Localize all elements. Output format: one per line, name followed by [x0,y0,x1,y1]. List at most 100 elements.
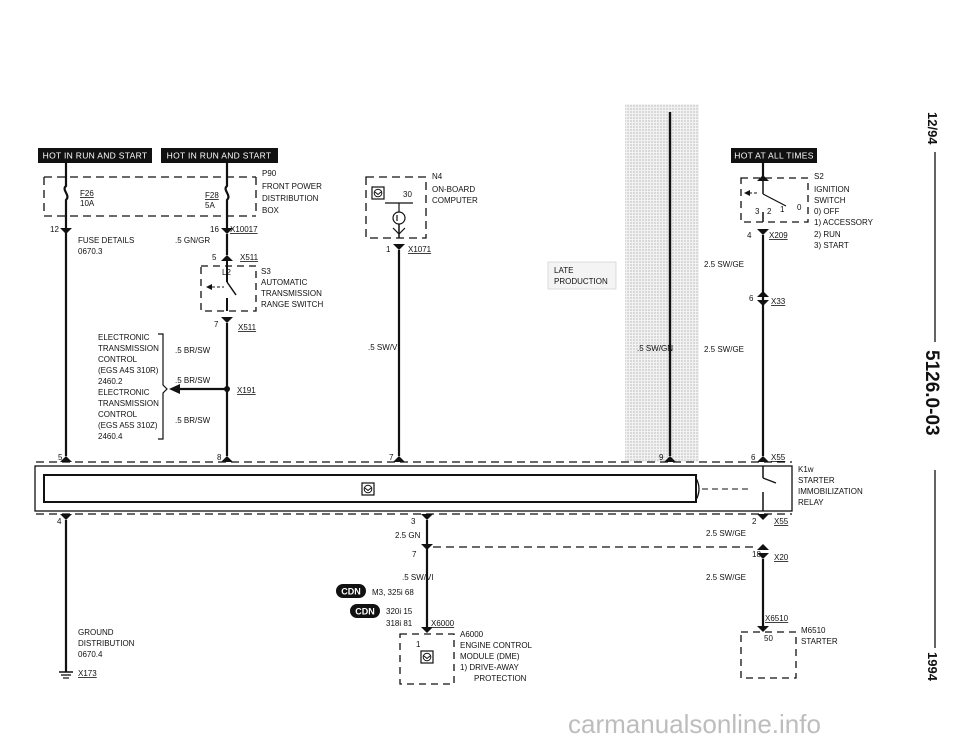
pins-bottom-row [60,514,769,520]
pin-9: 9 [659,453,664,462]
svg-text:12/94: 12/94 [925,112,940,145]
svg-text:1994: 1994 [925,652,940,682]
svg-text:ENGINE CONTROL: ENGINE CONTROL [460,641,533,650]
late-production-shading [625,104,699,462]
etc-labels: ELECTRONIC TRANSMISSION CONTROL (EGS A4S… [98,333,168,441]
pin-7-low: 7 [412,550,417,559]
cdn-badge-1: CDN M3, 325i 68 [336,584,414,598]
svg-text:X209: X209 [769,231,788,240]
svg-text:A6000: A6000 [460,630,484,639]
svg-text:CDN: CDN [355,607,375,617]
svg-text:F28: F28 [205,191,219,200]
svg-text:FRONT POWER: FRONT POWER [262,182,322,191]
wire-label-sw-vi: .5 SW/VI [368,343,400,352]
svg-text:(EGS A4S 310R): (EGS A4S 310R) [98,366,159,375]
svg-text:STARTER: STARTER [801,637,838,646]
svg-text:5126.0-03: 5126.0-03 [921,350,942,436]
late-production-note: LATE PRODUCTION [547,261,617,290]
svg-text:LATE: LATE [554,266,573,275]
pin-3: 3 [411,517,416,526]
m6510-starter: 50 M6510 STARTER [740,626,838,679]
svg-text:S3: S3 [261,267,271,276]
svg-text:(EGS A5S 310Z): (EGS A5S 310Z) [98,421,158,430]
svg-text:X511: X511 [238,323,257,332]
svg-text:16: 16 [210,225,219,234]
svg-text:X191: X191 [237,386,256,395]
svg-text:1) DRIVE-AWAY: 1) DRIVE-AWAY [460,663,519,672]
svg-text:5A: 5A [205,201,215,210]
svg-text:0670.3: 0670.3 [78,247,103,256]
connector-x6510: X6510 [757,614,789,632]
header-hot-run-start-2: HOT AT ALL TIMES HOT IN RUN AND START [161,148,278,163]
svg-text:N4: N4 [432,172,443,181]
svg-text:7: 7 [214,320,219,329]
svg-text:0670.4: 0670.4 [78,650,103,659]
connector-x20: 18 X20 [752,544,789,562]
pin-12: 12 [50,225,59,234]
connector-x1071: 1 X1071 [386,244,432,254]
svg-text:IGNITION: IGNITION [814,185,850,194]
svg-text:L2: L2 [222,268,231,277]
svg-text:4: 4 [747,231,752,240]
svg-text:HOT IN RUN AND START: HOT IN RUN AND START [43,151,148,161]
svg-text:X1071: X1071 [408,245,432,254]
pin-5-left: 5 [58,453,63,462]
wire-label-gn: 2.5 GN [395,531,421,540]
svg-text:MODULE (DME): MODULE (DME) [460,652,520,661]
svg-text:TRANSMISSION: TRANSMISSION [98,344,159,353]
svg-text:0) OFF: 0) OFF [814,207,839,216]
svg-text:M6510: M6510 [801,626,826,635]
connector-x191: X191 [169,384,256,395]
svg-text:2460.2: 2460.2 [98,377,123,386]
svg-text:10A: 10A [80,199,95,208]
svg-text:RANGE SWITCH: RANGE SWITCH [261,300,323,309]
svg-text:1: 1 [386,245,391,254]
svg-text:18: 18 [752,550,761,559]
connector-x511-bottom: 7 X511 [214,317,257,332]
cdn-badge-2: CDN 320i 15 318i 81 [350,604,413,628]
wire-label-sw-gn: .5 SW/GN [637,344,673,353]
svg-text:RELAY: RELAY [798,498,824,507]
svg-text:1: 1 [780,205,785,214]
fuse-f28: F28 5A [205,177,230,228]
svg-text:5: 5 [212,253,217,262]
svg-text:6: 6 [749,294,754,303]
svg-text:2) RUN: 2) RUN [814,230,841,239]
a6000-engine-control-module: 1 A6000 ENGINE CONTROL MODULE (DME) 1) D… [399,630,533,685]
svg-text:M3, 325i 68: M3, 325i 68 [372,588,414,597]
pin-8: 8 [217,453,222,462]
ground-symbol: X173 [59,669,97,679]
svg-text:3: 3 [755,207,760,216]
svg-text:X33: X33 [771,297,786,306]
pins-top-row [60,456,769,462]
fuse-details-label: FUSE DETAILS 0670.3 [78,236,134,256]
n4-onboard-computer: 30 N4 ON-BOARD COMPUTER [365,172,478,239]
margin-annotations: 12/94 5126.0-03 1994 [921,112,942,682]
svg-text:K1w: K1w [798,465,814,474]
svg-text:DISTRIBUTION: DISTRIBUTION [78,639,135,648]
svg-text:ELECTRONIC: ELECTRONIC [98,388,150,397]
svg-text:X173: X173 [78,669,97,678]
p90-fuse-box [43,176,257,217]
pin-7-mid: 7 [389,453,394,462]
connector-x55-top: X55 [771,453,786,462]
svg-text:PROTECTION: PROTECTION [474,674,527,683]
svg-text:1) ACCESSORY: 1) ACCESSORY [814,218,874,227]
svg-text:X20: X20 [774,553,789,562]
svg-text:30: 30 [403,190,412,199]
svg-text:P90: P90 [262,169,277,178]
wire-label-br-sw-3: .5 BR/SW [175,416,211,425]
svg-text:COMPUTER: COMPUTER [432,196,478,205]
svg-text:TRANSMISSION: TRANSMISSION [261,289,322,298]
svg-text:ELECTRONIC: ELECTRONIC [98,333,150,342]
s2-ignition-switch: 3 2 1 0 S2 IGNITION SWITCH 0) OFF 1) ACC… [740,172,874,250]
svg-text:TRANSMISSION: TRANSMISSION [98,399,159,408]
svg-text:318i 81: 318i 81 [386,619,413,628]
p90-label: P90 FRONT POWER DISTRIBUTION BOX [262,169,322,215]
svg-text:2460.4: 2460.4 [98,432,123,441]
svg-text:X6510: X6510 [765,614,789,623]
connector-x55-bottom: X55 [774,517,789,526]
svg-text:2: 2 [767,207,772,216]
svg-text:HOT AT ALL TIMES: HOT AT ALL TIMES [734,151,813,161]
